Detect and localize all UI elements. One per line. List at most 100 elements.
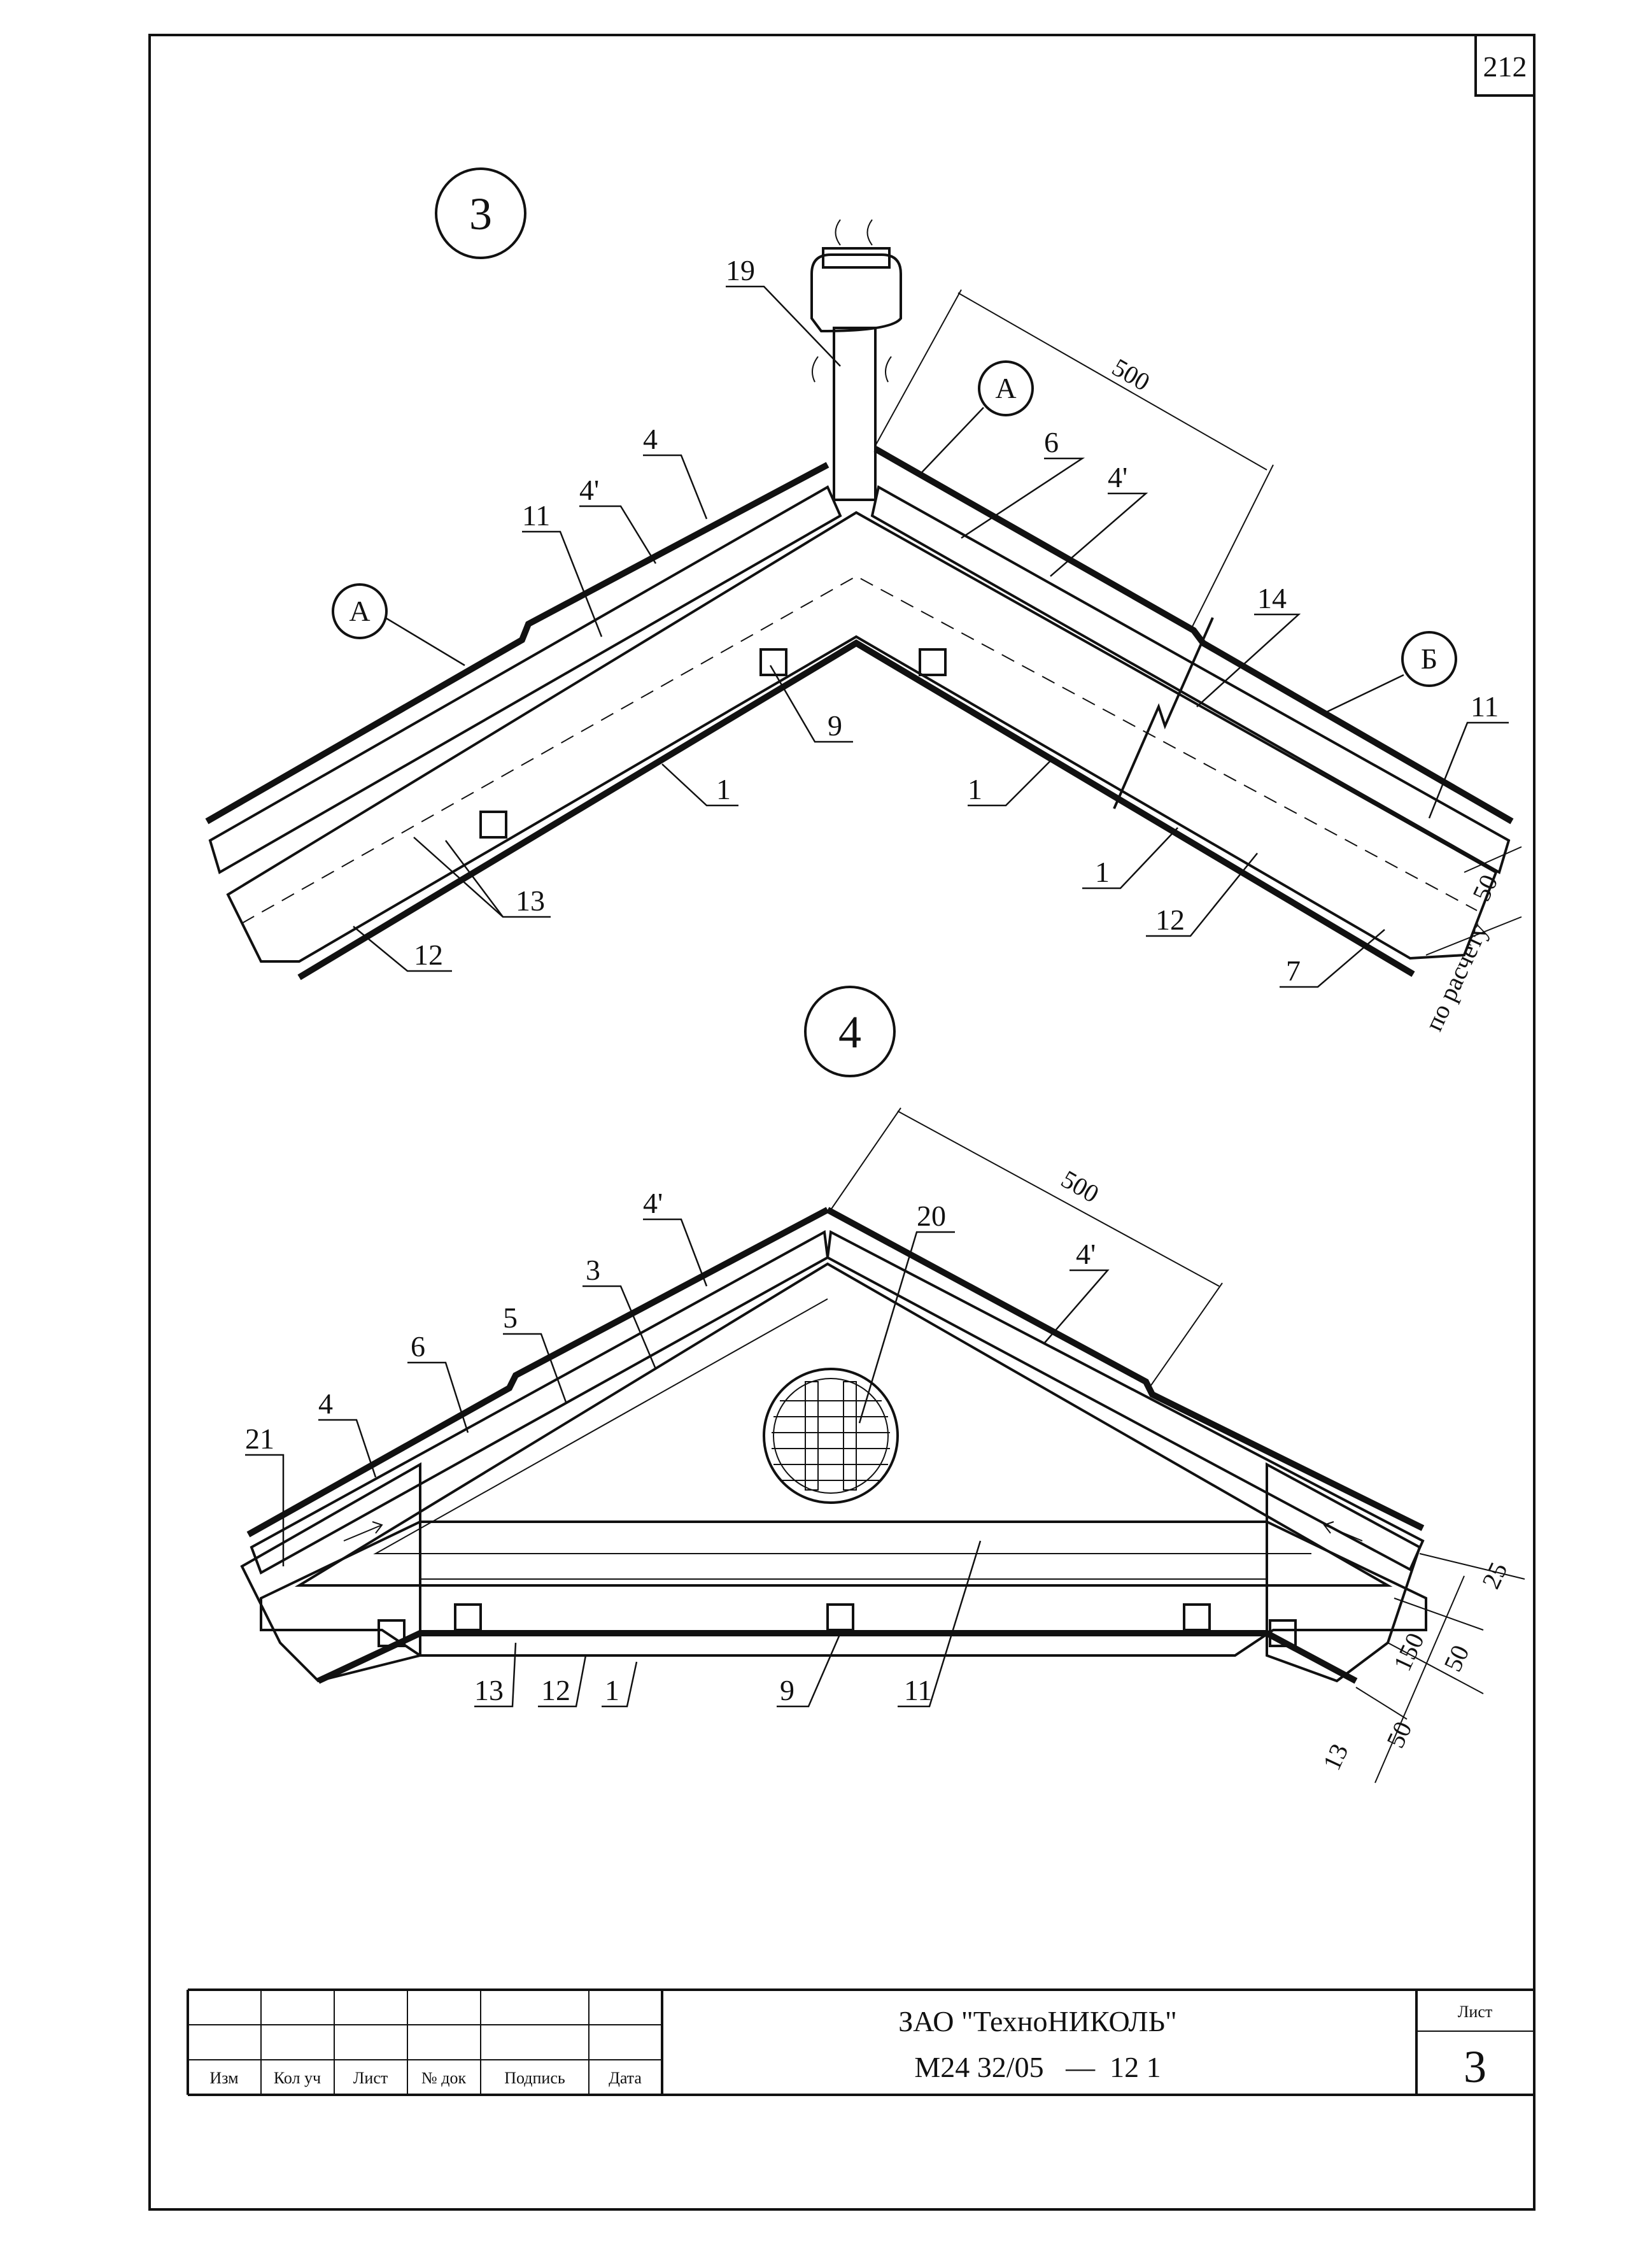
leader [1324,674,1404,714]
callout-b [1401,631,1457,687]
leader [898,1540,982,1708]
detail-3-number: 3 [469,188,492,239]
label-4prime-left: 4' [579,474,599,506]
label-6: 6 [1044,426,1059,458]
leader [318,1419,377,1478]
callout-a-left [332,583,388,639]
dim-ext [1419,1553,1525,1580]
label-1c: 1 [1095,856,1110,888]
airflow-arrow-left [343,1521,383,1542]
leader [919,407,984,475]
vent-top [822,247,891,269]
leader [643,1218,708,1287]
timber-block [759,648,787,676]
grille-inner [773,1378,889,1494]
timber-block [378,1619,406,1647]
leader [582,1285,657,1370]
insulation-body [226,511,1498,963]
page-number: 212 [1483,50,1527,83]
break-line [1113,617,1214,809]
label-12-4: 12 [541,1674,570,1706]
timber-block [1183,1603,1211,1631]
dim-150: 150 [1388,1629,1430,1675]
airflow-arrow-right [1323,1521,1363,1542]
dim-ext [1148,1282,1223,1389]
dim-ext [1394,1598,1484,1631]
leader [522,530,603,637]
dim-500: 500 [1108,353,1155,397]
gable-inner [373,1298,1311,1554]
dimension-line-500 [957,292,1267,471]
leader [769,665,853,743]
roof-covering-left [205,462,830,825]
detail-3-marker [435,167,526,259]
leader [1428,721,1509,819]
dim-ext [875,289,962,446]
label-1-4: 1 [605,1674,619,1706]
label-9-4: 9 [780,1674,794,1706]
tb-col-kol-uch: Кол уч [274,2069,321,2087]
callout-a-right-text: А [995,372,1016,404]
roof-covering-right [873,446,1514,825]
airflow-arrows [812,219,892,383]
label-6-4: 6 [411,1330,425,1363]
leader [726,285,841,367]
leader [385,616,465,667]
roof-deck-right-4 [826,1230,1425,1571]
outer-frame [148,34,1536,2211]
timber-block [479,811,507,839]
label-4prime-left-4: 4' [643,1187,663,1219]
title-block: Изм Кол уч Лист № док Подпись Дата ЗАО "… [187,1988,1534,2096]
tb-col-signature: Подпись [504,2069,565,2087]
grille-bar-left [805,1381,819,1491]
detail-4-marker [804,986,896,1077]
label-5: 5 [503,1301,518,1334]
timber-block [826,1603,854,1631]
leader [961,457,1085,539]
leader [1082,827,1178,890]
roof-deck-right [870,485,1511,874]
label-7: 7 [1286,954,1301,987]
tb-col-izm: Изм [209,2069,238,2087]
label-12-right: 12 [1155,904,1185,936]
leader [474,1642,517,1708]
callout-a-right [978,360,1034,416]
leader [968,760,1051,807]
label-19: 19 [726,254,755,287]
label-4-left: 4 [643,423,658,455]
eave-insulation-right [1266,1462,1422,1683]
detail-3: 3 500 50 по расчету [205,167,1522,1035]
leader [602,1661,638,1708]
leader [579,505,657,564]
roof-deck-left [208,485,842,874]
leader [1050,492,1148,577]
label-1a: 1 [716,773,731,805]
label-1b: 1 [968,773,982,805]
dim-line [1374,1575,1465,1783]
label-21: 21 [245,1422,274,1455]
gable-vent-grille [763,1368,899,1504]
timber-block [454,1603,482,1631]
label-14: 14 [1257,582,1287,614]
dim-50-b: 50 [1381,1717,1418,1752]
vent-cap [810,253,902,333]
roof-vent [810,219,902,501]
label-4prime-right-4: 4' [1076,1238,1096,1270]
eave-insulation-left [240,1462,421,1683]
roof-covering-right-4 [826,1207,1425,1531]
dim-ext [1425,916,1522,956]
vapor-barrier-line [241,575,1478,924]
attic-floor-insulation [260,1520,1427,1657]
leader [538,1655,587,1708]
leader [445,840,504,918]
vent-pipe [833,327,877,501]
roof-covering-left-4 [246,1207,830,1538]
leader [643,454,708,520]
leader [777,1633,842,1708]
label-4-4: 4 [318,1387,333,1420]
leader [1280,929,1385,988]
label-4prime-right: 4' [1108,461,1127,493]
timber-block [919,648,947,676]
gable [294,1262,1393,1587]
